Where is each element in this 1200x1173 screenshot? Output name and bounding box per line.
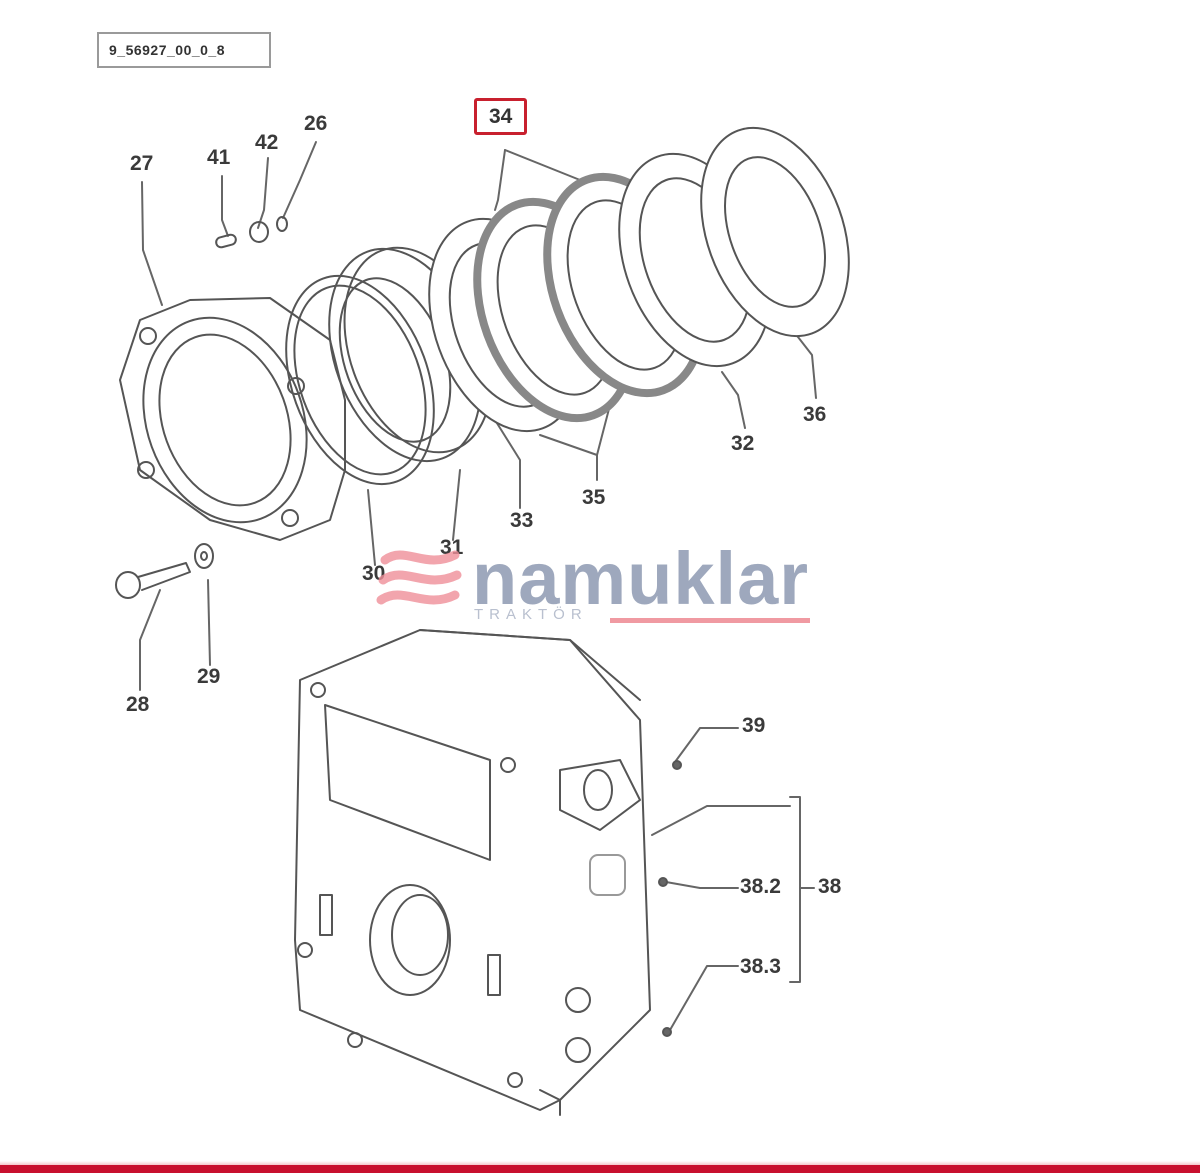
footer-red-bar [0,1165,1200,1173]
callout-29[interactable]: 29 [197,665,221,688]
plugs [658,760,682,1037]
part-27-housing [119,297,346,541]
footer-fade [0,1161,1200,1165]
part-30-piston-ring [285,274,435,486]
callout-27[interactable]: 27 [130,152,154,175]
callout-32[interactable]: 32 [731,432,755,455]
callout-38-2[interactable]: 38.2 [740,875,781,898]
watermark-subtitle: TRAKTÖR [474,606,588,623]
callout-36[interactable]: 36 [803,403,827,426]
diagram-reference-code: 9_56927_00_0_8 [97,32,271,68]
callout-26[interactable]: 26 [304,112,328,135]
callout-38-3[interactable]: 38.3 [740,955,781,978]
watermark-accent-line [610,618,810,623]
callout-34-highlighted[interactable]: 34 [474,98,528,135]
part-36-spring-disc [700,126,850,338]
watermark-wave-logo-icon [376,550,462,605]
callout-33[interactable]: 33 [510,509,534,532]
callout-42[interactable]: 42 [255,131,279,154]
callout-39[interactable]: 39 [742,714,766,737]
watermark-brand: namuklar [472,537,810,620]
callout-35[interactable]: 35 [582,486,606,509]
callout-41[interactable]: 41 [207,146,231,169]
part-28-bolt [115,562,191,599]
callout-28[interactable]: 28 [126,693,150,716]
transmission-case [294,629,651,1116]
callout-38[interactable]: 38 [818,875,842,898]
part-29-washer [194,543,214,569]
leader-lines [139,141,817,1031]
small-parts-41-42-26 [215,216,288,249]
